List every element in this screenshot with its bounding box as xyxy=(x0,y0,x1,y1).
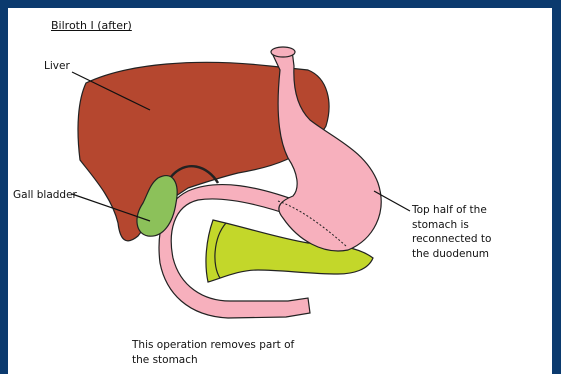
diagram-title: Bilroth I (after) xyxy=(51,19,132,32)
footer-caption: This operation removes part of the stoma… xyxy=(132,338,294,367)
stomach-note-line: the duodenum xyxy=(412,247,491,262)
footer-line: the stomach xyxy=(132,353,294,368)
stomach-note-line: stomach is xyxy=(412,218,491,233)
anatomy-illustration xyxy=(8,8,552,374)
footer-line: This operation removes part of xyxy=(132,338,294,353)
stomach-note-line: reconnected to xyxy=(412,232,491,247)
stomach-note-line: Top half of the xyxy=(412,203,491,218)
esophagus-opening xyxy=(271,47,295,57)
stomach-note-label: Top half of the stomach is reconnected t… xyxy=(412,203,491,261)
gall-bladder-label: Gall bladder xyxy=(13,188,77,203)
stomach-shape xyxy=(272,50,381,251)
diagram-panel: Bilroth I (after) Liver Gall bladder Top… xyxy=(8,8,552,374)
liver-label: Liver xyxy=(44,59,70,74)
